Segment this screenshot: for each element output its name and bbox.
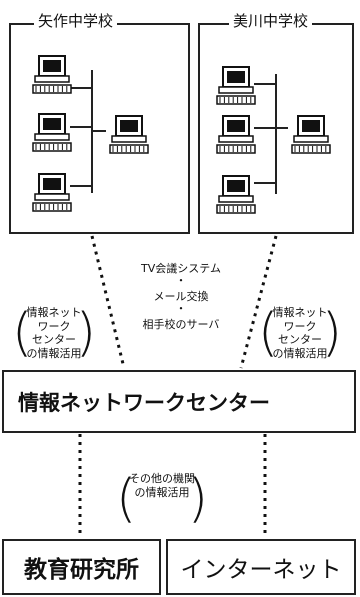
right-usage-note: 情報ネット ワーク センター の情報活用 (258, 298, 342, 368)
center-note-line: ・ (175, 302, 187, 315)
other-institutions-line: の情報活用 (134, 486, 190, 499)
internet-label: インターネット (180, 557, 342, 583)
left-school-bracket (70, 70, 106, 193)
school-title-yahagi: 矢作中学校 (34, 12, 118, 30)
computer-icon (109, 115, 149, 154)
computer-icon (32, 173, 72, 212)
computer-icon (32, 55, 72, 94)
center-note-line: ・ (175, 274, 187, 287)
internet-box: インターネット (166, 539, 356, 595)
other-institutions-note: その他の機関 の情報活用 (116, 464, 208, 534)
computer-icon (216, 175, 256, 214)
education-institute-box: 教育研究所 (2, 539, 161, 595)
left-usage-line: 情報ネット (26, 306, 82, 319)
center-note-line: メール交換 (153, 290, 209, 303)
right-school-bracket (254, 74, 288, 194)
right-usage-line: ワーク (283, 319, 317, 333)
right-usage-line: の情報活用 (272, 346, 328, 360)
school-title-mikawa: 美川中学校 (229, 12, 313, 30)
computer-icon (291, 115, 331, 154)
center-note-line: TV会議システム (141, 262, 221, 275)
computer-icon (32, 113, 72, 152)
left-usage-line: センター (32, 333, 76, 346)
left-usage-line: の情報活用 (26, 346, 82, 360)
other-institutions-line: その他の機関 (129, 472, 195, 485)
center-note: TV会議システム ・ メール交換 ・ 相手校のサーバ (126, 262, 236, 332)
computer-icon (216, 115, 256, 154)
network-center-box: 情報ネットワークセンター (2, 370, 356, 433)
center-note-line: 相手校のサーバ (142, 318, 220, 331)
dotted-links (78, 235, 278, 537)
computer-icon (216, 66, 256, 105)
right-usage-line: 情報ネット (272, 306, 328, 319)
left-usage-line: ワーク (37, 319, 71, 333)
network-center-label: 情報ネットワークセンター (18, 390, 270, 415)
education-institute-label: 教育研究所 (24, 557, 139, 583)
left-usage-note: 情報ネット ワーク センター の情報活用 (12, 298, 96, 368)
right-usage-line: センター (278, 333, 322, 346)
